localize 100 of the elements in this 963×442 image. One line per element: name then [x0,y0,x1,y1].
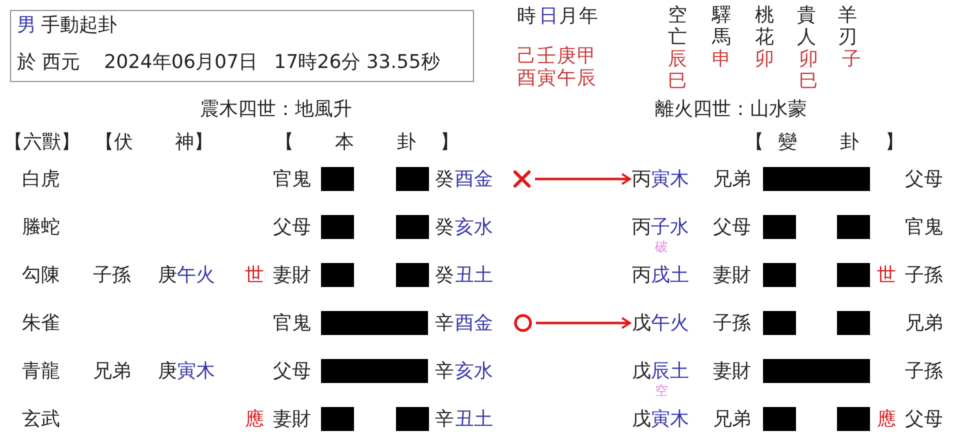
spirit-label: 青龍 [22,360,60,382]
star-name: 空亡 [668,4,687,48]
line-bar [837,407,870,431]
star-branch: 辰巳 [668,48,687,92]
line-bar [396,263,429,287]
column-heading: 【 [275,131,294,153]
stem-label: 戊 [632,360,651,382]
info-text: 17時26分 33.55秒 [274,51,440,73]
pillar: 己酉 [517,45,536,89]
stem-label: 丙 [632,216,651,238]
arrow [535,173,631,185]
relation-label: 妻財 [273,264,311,286]
column-heading: 卦 [397,131,416,153]
column-heading: 【六獸】 [4,131,80,153]
column-heading: 】 [885,131,904,153]
column-heading: 】 [440,131,459,153]
stem-label: 癸 [435,168,454,190]
line-bar [837,215,870,239]
stem-label: 辛 [435,408,454,430]
hexagram-title: 離火四世：山水蒙 [655,98,807,120]
info-text: 於 西元 [17,51,80,73]
pillar: 庚午 [557,45,576,89]
line-bar [321,311,428,335]
spirit-label: 白虎 [22,168,60,190]
stem-label: 癸 [435,216,454,238]
branch-label: 午火 [177,264,215,286]
relation-label: 子孫 [905,360,943,382]
line-bar [321,263,354,287]
stem-label: 戊 [632,408,651,430]
star-branch: 申 [712,48,731,70]
column-heading: 【伏 [95,131,133,153]
line-bar [763,359,870,383]
info-text: 男 [17,14,36,36]
branch-label: 辰土 [651,360,689,382]
hexagram-title: 震木四世：地風升 [200,98,352,120]
info-text: 手動起卦 [41,14,117,36]
status-note: 空 [655,383,668,401]
branch-label: 亥水 [455,216,493,238]
relation-label: 父母 [273,360,311,382]
column-heading: 神】 [175,131,213,153]
stem-label: 辛 [435,360,454,382]
pillar-heading: 年 [579,5,598,27]
pillar-heading: 月 [559,5,578,27]
relation-label: 子孫 [93,264,131,286]
star-branch: 卯巳 [799,48,818,92]
pillar-heading: 日 [539,5,558,27]
relation-label: 兄弟 [93,360,131,382]
relation-label: 父母 [905,408,943,430]
position-mark: 世 [245,264,264,286]
branch-label: 寅木 [651,408,689,430]
line-bar [837,311,870,335]
position-mark: 應 [245,408,264,430]
line-bar [321,215,354,239]
stem-label: 癸 [435,264,454,286]
relation-label: 官鬼 [273,312,311,334]
relation-label: 父母 [713,216,751,238]
relation-label: 兄弟 [713,408,751,430]
position-mark: 世 [877,264,896,286]
spirit-label: 勾陳 [22,264,60,286]
line-bar [396,167,429,191]
branch-label: 酉金 [455,312,493,334]
branch-label: 丑土 [455,408,493,430]
relation-label: 官鬼 [905,216,943,238]
relation-label: 兄弟 [713,168,751,190]
relation-label: 兄弟 [905,312,943,334]
branch-label: 丑土 [455,264,493,286]
spirit-label: 朱雀 [22,312,60,334]
relation-label: 父母 [273,216,311,238]
changed-line-label: 戊午火 [632,312,689,334]
branch-label: 酉金 [455,168,493,190]
star-branch: 子 [842,48,861,70]
info-text: 2024年06月07日 [104,51,258,73]
line-bar [321,167,354,191]
line-bar [763,263,796,287]
column-heading: 卦 [840,131,859,153]
stem-label: 辛 [435,312,454,334]
arrow [536,317,631,329]
line-bar [763,407,796,431]
line-bar [837,263,870,287]
star-branch: 卯 [755,48,774,70]
line-bar [396,215,429,239]
line-bar [763,311,796,335]
relation-label: 子孫 [905,264,943,286]
line-bar [321,407,354,431]
pillar: 壬寅 [537,45,556,89]
branch-label: 子水 [651,216,689,238]
pillar: 甲辰 [577,45,596,89]
star-name: 桃花 [755,4,774,48]
branch-label: 寅木 [177,360,215,382]
line-bar [763,167,870,191]
info-panel [10,10,474,82]
stem-label: 庚 [158,264,177,286]
relation-label: 父母 [905,168,943,190]
star-name: 貴人 [797,4,816,48]
position-mark: 應 [877,408,896,430]
moving-yin-mark [512,169,532,189]
relation-label: 妻財 [273,408,311,430]
column-heading: 【 [745,131,764,153]
relation-label: 妻財 [713,360,751,382]
column-heading: 本 [335,131,354,153]
